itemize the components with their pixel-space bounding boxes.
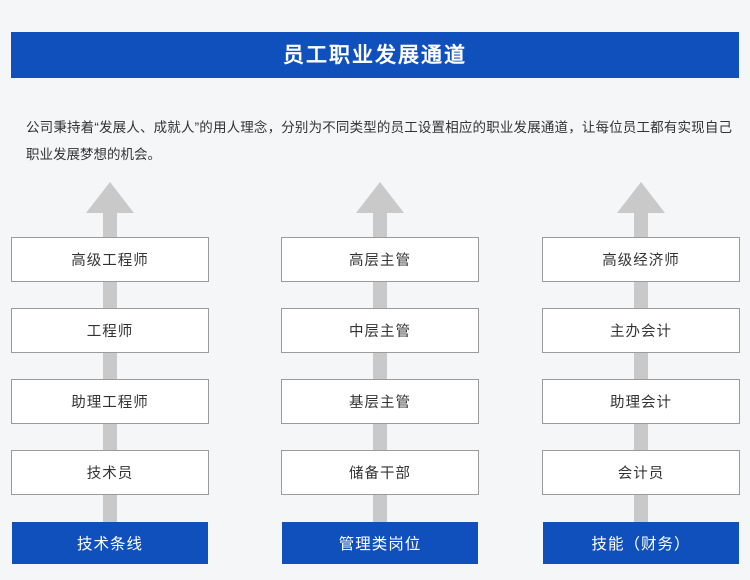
career-path-column-management: 高层主管 中层主管 基层主管 储备干部 管理类岗位 xyxy=(281,175,479,575)
level-box[interactable]: 助理会计 xyxy=(542,379,740,424)
arrow-head xyxy=(356,182,404,213)
page-title-banner: 员工职业发展通道 xyxy=(11,32,739,78)
level-box[interactable]: 储备干部 xyxy=(281,450,479,495)
career-track-label[interactable]: 技术条线 xyxy=(12,522,208,564)
level-box[interactable]: 主办会计 xyxy=(542,308,740,353)
level-box[interactable]: 基层主管 xyxy=(281,379,479,424)
career-path-column-finance: 高级经济师 主办会计 助理会计 会计员 技能（财务） xyxy=(542,175,740,575)
career-path-column-technical: 高级工程师 工程师 助理工程师 技术员 技术条线 xyxy=(11,175,209,575)
level-box[interactable]: 技术员 xyxy=(11,450,209,495)
level-box[interactable]: 高级工程师 xyxy=(11,237,209,282)
intro-paragraph: 公司秉持着“发展人、成就人”的用人理念，分别为不同类型的员工设置相应的职业发展通… xyxy=(26,119,732,162)
arrow-head xyxy=(86,182,134,213)
level-box[interactable]: 中层主管 xyxy=(281,308,479,353)
level-box[interactable]: 高级经济师 xyxy=(542,237,740,282)
level-box[interactable]: 助理工程师 xyxy=(11,379,209,424)
page-title: 员工职业发展通道 xyxy=(283,43,467,67)
career-track-label[interactable]: 技能（财务） xyxy=(543,522,739,564)
level-box[interactable]: 工程师 xyxy=(11,308,209,353)
level-box[interactable]: 高层主管 xyxy=(281,237,479,282)
career-path-columns: 高级工程师 工程师 助理工程师 技术员 技术条线 高层主管 中层主管 基层主管 … xyxy=(0,175,750,575)
level-box[interactable]: 会计员 xyxy=(542,450,740,495)
career-track-label[interactable]: 管理类岗位 xyxy=(282,522,478,564)
arrow-head xyxy=(617,182,665,213)
